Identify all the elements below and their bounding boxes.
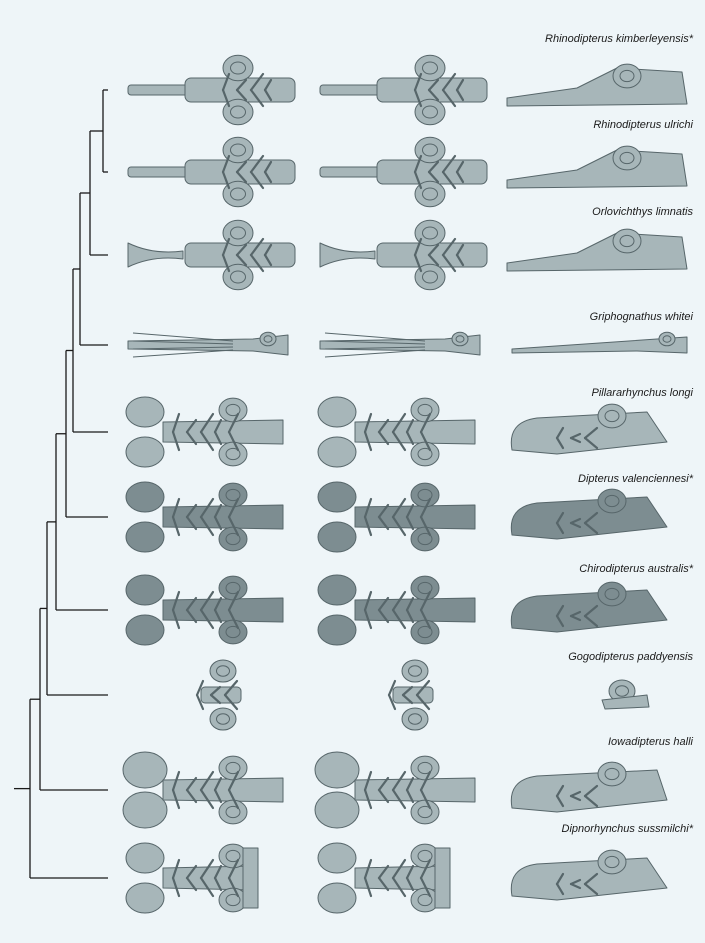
taxon-label: Pillararhynchus longi bbox=[592, 387, 694, 399]
ventral-view bbox=[318, 843, 450, 913]
specimen-row bbox=[128, 220, 687, 290]
taxon-label: Rhinodipterus kimberleyensis* bbox=[545, 33, 694, 45]
specimen-row bbox=[128, 332, 687, 357]
specimen-row bbox=[128, 137, 687, 207]
specimen-row bbox=[126, 397, 667, 467]
lateral-view bbox=[511, 762, 667, 812]
taxon-label: Gogodipterus paddyensis bbox=[568, 651, 693, 663]
lateral-view bbox=[511, 489, 667, 539]
dorsal-view bbox=[128, 55, 295, 125]
dorsal-view bbox=[126, 482, 283, 552]
lateral-view bbox=[512, 332, 687, 353]
taxon-label: Dipnorhynchus sussmilchi* bbox=[562, 823, 694, 835]
ventral-view bbox=[318, 397, 475, 467]
lateral-view bbox=[511, 850, 667, 900]
specimen-row bbox=[123, 752, 667, 828]
dorsal-view bbox=[126, 575, 283, 645]
ventral-view bbox=[320, 55, 487, 125]
ventral-view bbox=[318, 482, 475, 552]
ventral-view bbox=[315, 752, 475, 828]
ventral-view bbox=[318, 575, 475, 645]
dorsal-view bbox=[197, 660, 241, 730]
lateral-view bbox=[507, 146, 687, 188]
taxon-label: Iowadipterus halli bbox=[608, 736, 694, 748]
specimen-row bbox=[128, 55, 687, 125]
ventral-view bbox=[320, 137, 487, 207]
dorsal-view bbox=[126, 843, 258, 913]
ventral-view bbox=[320, 332, 480, 357]
dorsal-view bbox=[128, 220, 295, 290]
taxon-label: Orlovichthys limnatis bbox=[592, 206, 693, 218]
specimen-row bbox=[197, 660, 649, 730]
specimen-row bbox=[126, 575, 667, 645]
lateral-view bbox=[511, 582, 667, 632]
dorsal-view bbox=[126, 397, 283, 467]
taxon-label: Dipterus valenciennesi* bbox=[578, 473, 694, 485]
dorsal-view bbox=[128, 332, 288, 357]
taxon-label: Griphognathus whitei bbox=[590, 311, 694, 323]
cladogram bbox=[14, 90, 108, 878]
dorsal-view bbox=[123, 752, 283, 828]
lateral-view bbox=[507, 229, 687, 271]
ventral-view bbox=[320, 220, 487, 290]
lateral-view bbox=[511, 404, 667, 454]
taxon-label: Chirodipterus australis* bbox=[579, 563, 693, 575]
lateral-view bbox=[602, 680, 649, 709]
specimen-row bbox=[126, 482, 667, 552]
ventral-view bbox=[389, 660, 433, 730]
specimen-row bbox=[126, 843, 667, 913]
dorsal-view bbox=[128, 137, 295, 207]
lateral-view bbox=[507, 64, 687, 106]
taxon-label: Rhinodipterus ulrichi bbox=[593, 119, 693, 131]
